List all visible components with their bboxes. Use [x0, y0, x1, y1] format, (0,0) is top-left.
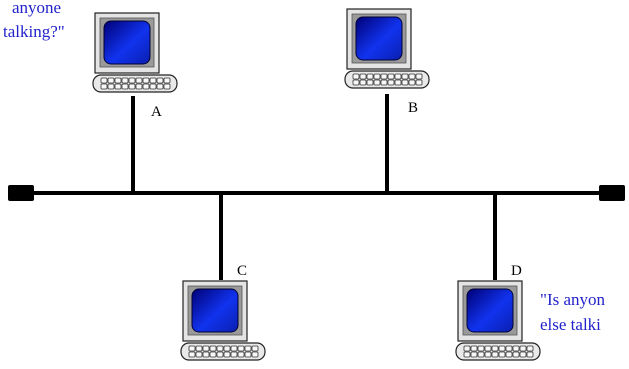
- node-label-a: A: [151, 104, 162, 120]
- computer-c-icon: [180, 280, 266, 361]
- bus-terminator-left: [8, 185, 34, 201]
- speech-d-line-2: else talki: [540, 315, 601, 334]
- computer-b-icon: [344, 8, 430, 89]
- bus-terminator-right: [599, 185, 625, 201]
- node-label-b: B: [408, 100, 418, 116]
- node-label-d: D: [511, 263, 522, 279]
- node-label-c: C: [237, 263, 247, 279]
- speech-a-line-2: talking?": [3, 22, 65, 41]
- speech-a-line-1: anyone: [12, 0, 61, 17]
- speech-d-line-1: "Is anyon: [540, 290, 606, 309]
- computer-a-icon: [92, 12, 178, 93]
- computer-d-icon: [455, 280, 541, 361]
